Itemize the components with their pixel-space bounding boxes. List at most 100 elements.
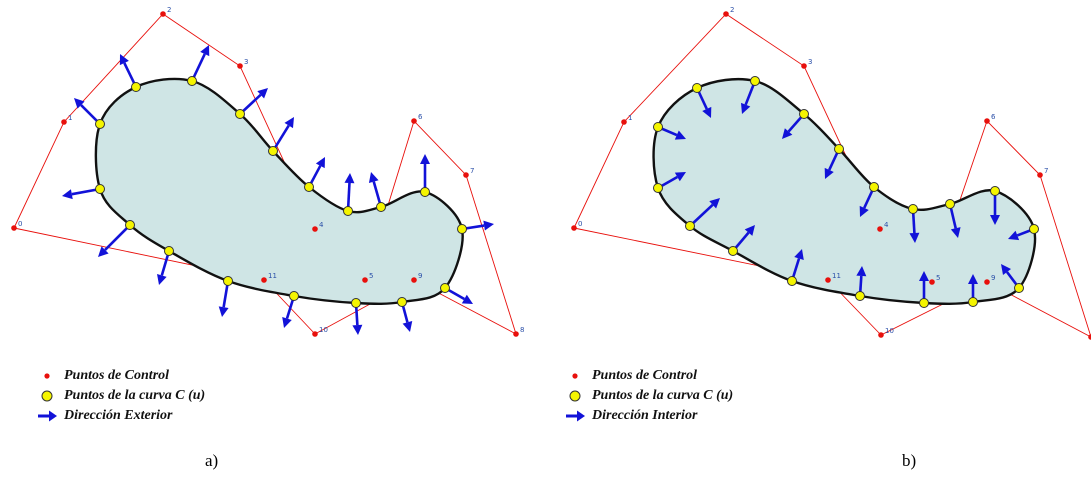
curve-point-icon: [41, 390, 53, 402]
legend-curve-points-label: Puntos de la curva C (u): [592, 388, 734, 403]
control-point: [1088, 334, 1091, 340]
bspline-curve: [94, 77, 464, 306]
curve-point: [304, 182, 314, 192]
control-point: [825, 277, 831, 283]
curve-point: [289, 291, 299, 301]
caption-b: b): [902, 451, 917, 470]
curve-point: [908, 204, 918, 214]
control-point-label: 4: [884, 221, 889, 229]
control-point-label: 2: [730, 6, 734, 14]
control-point: [237, 63, 243, 69]
control-point: [877, 226, 883, 232]
control-point-label: 9: [991, 274, 995, 282]
arrow-right-icon: [566, 410, 585, 422]
control-point-icon: [572, 373, 578, 379]
control-point-label: 5: [936, 274, 940, 282]
control-point: [723, 11, 729, 17]
curve-point: [223, 276, 233, 286]
control-point-label: 0: [18, 220, 22, 228]
curve-point: [1014, 283, 1024, 293]
curve-point: [95, 119, 105, 129]
direction-arrow: [157, 250, 171, 285]
control-point-label: 10: [319, 326, 328, 334]
control-point: [261, 277, 267, 283]
control-point: [11, 225, 17, 231]
direction-arrow: [271, 117, 294, 152]
curve-point: [95, 184, 105, 194]
direction-arrow: [190, 45, 210, 82]
curve-point: [351, 298, 361, 308]
curve-point: [268, 146, 278, 156]
direction-arrow: [420, 154, 430, 192]
control-point: [160, 11, 166, 17]
control-point: [878, 332, 884, 338]
curve-point: [750, 76, 760, 86]
direction-arrow: [119, 54, 138, 88]
curve-point: [235, 109, 245, 119]
curve-point: [131, 82, 141, 92]
curve-point: [692, 83, 702, 93]
legend-control-points-label: Puntos de Control: [592, 368, 698, 383]
curve-point: [685, 221, 695, 231]
legend-a: Puntos de Control Puntos de la curva C (…: [36, 367, 336, 439]
curve-point: [787, 276, 797, 286]
curve-point: [440, 283, 450, 293]
curve-point: [420, 187, 430, 197]
curve-point: [187, 76, 197, 86]
control-point-icon: [44, 373, 50, 379]
control-point: [312, 226, 318, 232]
control-point-label: 6: [991, 113, 996, 121]
control-point-label: 0: [578, 220, 582, 228]
control-point-label: 3: [244, 58, 248, 66]
control-point: [411, 277, 417, 283]
control-point-label: 1: [68, 114, 72, 122]
control-point: [621, 119, 627, 125]
direction-arrow: [98, 224, 131, 257]
direction-arrow: [368, 172, 383, 208]
curve-point: [945, 199, 955, 209]
legend-curve-points-label: Puntos de la curva C (u): [64, 388, 206, 403]
curve-point: [1029, 224, 1039, 234]
curve-point: [164, 246, 174, 256]
control-point-label: 5: [369, 272, 373, 280]
caption-a: a): [205, 451, 219, 470]
control-point: [1037, 172, 1043, 178]
curve-point: [799, 109, 809, 119]
curve-point-icon: [569, 390, 581, 402]
control-point-label: 11: [268, 272, 277, 280]
legend-control-points-label: Puntos de Control: [64, 368, 170, 383]
curve-point: [376, 202, 386, 212]
control-point: [411, 118, 417, 124]
control-point-label: 2: [167, 6, 171, 14]
curve-point: [855, 291, 865, 301]
control-point: [312, 331, 318, 337]
curve-point: [834, 144, 844, 154]
control-point: [463, 172, 469, 178]
control-point-label: 1: [628, 114, 632, 122]
control-point: [362, 277, 368, 283]
control-point: [571, 225, 577, 231]
direction-arrow: [307, 157, 325, 188]
direction-arrow: [74, 98, 101, 125]
arrow-right-icon: [38, 410, 57, 422]
legend-direction-label: Dirección Exterior: [64, 408, 173, 423]
control-point-label: 4: [319, 221, 324, 229]
curve-point: [919, 298, 929, 308]
curve-point: [968, 297, 978, 307]
curve-point: [869, 182, 879, 192]
direction-arrow: [239, 88, 268, 115]
control-point-label: 11: [832, 272, 841, 280]
control-point-label: 7: [470, 167, 474, 175]
curve-point: [653, 122, 663, 132]
direction-arrow: [689, 198, 720, 227]
control-point-label: 7: [1044, 167, 1048, 175]
curve-point: [457, 224, 467, 234]
direction-arrow: [218, 280, 230, 317]
curve-point: [125, 220, 135, 230]
control-point: [929, 279, 935, 285]
curve-point: [728, 246, 738, 256]
control-point-label: 9: [418, 272, 422, 280]
